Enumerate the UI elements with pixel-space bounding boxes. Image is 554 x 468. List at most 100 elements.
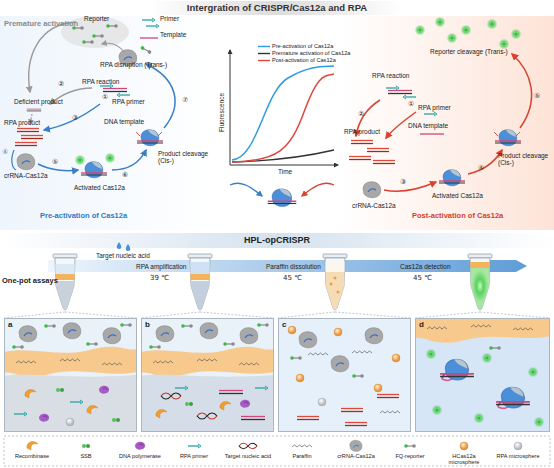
post-activation-cycle-part bbox=[512, 54, 532, 128]
legend-text: HCas12a microsphere bbox=[437, 453, 491, 466]
part-label: RPA amplification bbox=[136, 263, 186, 270]
panel-b-art-part bbox=[156, 409, 167, 418]
panel-d-art-part bbox=[440, 359, 474, 380]
fluorescence-chart-part bbox=[232, 150, 334, 162]
tube-3-part bbox=[326, 272, 345, 310]
panel-letter: a bbox=[8, 320, 12, 329]
callout-number: ③ bbox=[72, 114, 78, 122]
legend-text: Premature activation of Cas12a bbox=[272, 50, 350, 56]
panel-a-art bbox=[4, 318, 137, 432]
panel-b-art-part bbox=[255, 386, 268, 390]
post-activation-cycle-part bbox=[499, 39, 510, 50]
panel-b-art-part bbox=[197, 413, 217, 419]
panel-b-art-part bbox=[240, 400, 250, 408]
part-label: DNA template bbox=[408, 122, 448, 129]
legend-frame-part bbox=[514, 442, 522, 450]
part-label: RPA reaction bbox=[372, 72, 409, 79]
pre-activation-cycle-part bbox=[146, 64, 175, 128]
part-label: Activated Cas12a bbox=[432, 192, 483, 199]
pre-activation-cycle-part bbox=[15, 143, 37, 146]
legend-frame-part bbox=[460, 442, 468, 450]
legend-text: Post-activation of Cas12a bbox=[272, 57, 336, 63]
panel-c-art-part bbox=[288, 326, 296, 334]
part-label: Cas12a detection bbox=[400, 263, 451, 270]
post-activation-cycle bbox=[349, 17, 532, 198]
panel-b-art-part bbox=[241, 417, 265, 420]
part-label: Reporter cleavage (Trans-) bbox=[430, 48, 508, 55]
panel-c-art-part bbox=[352, 351, 372, 353]
fluorescence-chart-part bbox=[258, 46, 270, 47]
tube-1-part bbox=[55, 274, 74, 280]
right-background bbox=[340, 16, 554, 230]
legend-text: FQ-reporter bbox=[383, 453, 437, 459]
fluorescence-chart-part bbox=[268, 189, 297, 207]
post-activation-cycle-part bbox=[373, 161, 395, 164]
pre-activation-cycle-part bbox=[137, 130, 163, 146]
post-activation-cycle-part bbox=[415, 25, 426, 36]
fluorescence-chart-part bbox=[230, 50, 231, 165]
panel-d-art-part bbox=[432, 405, 443, 416]
legend-text: Target nucleic acid bbox=[221, 453, 275, 459]
panel-c-art-part bbox=[299, 332, 317, 348]
tube-3-part bbox=[325, 262, 344, 272]
pre-activation-cycle-part bbox=[146, 24, 159, 28]
legend-text: Recombinase bbox=[5, 453, 59, 459]
process-arrow-part bbox=[126, 244, 131, 251]
legend-text: DNA polymerase bbox=[113, 453, 167, 459]
panel-a-art-part bbox=[99, 386, 109, 394]
tube-4-part bbox=[472, 270, 488, 302]
part-label: Product cleavage (Cis-) bbox=[498, 152, 552, 167]
pre-activation-cycle-part bbox=[112, 150, 146, 170]
process-arrow-part bbox=[48, 260, 527, 272]
part-label: Deficient product bbox=[14, 98, 63, 105]
fluorescence-chart-part bbox=[230, 165, 338, 166]
panel-box: c bbox=[278, 318, 411, 432]
part-label: RPA primer bbox=[418, 104, 451, 111]
pre-activation-cycle-part bbox=[17, 129, 39, 132]
pre-activation-cycle-part bbox=[27, 109, 41, 111]
panel-box: b bbox=[141, 318, 274, 432]
part-label: crRNA-Cas12a bbox=[4, 172, 48, 179]
panel-d-art-part bbox=[482, 353, 493, 364]
tube-2-part bbox=[190, 262, 209, 274]
tube-3-part bbox=[337, 291, 340, 294]
post-activation-cycle-part bbox=[468, 150, 502, 174]
section-heading: Premature activation bbox=[4, 20, 78, 29]
section-heading: Pre-activation of Cas12a bbox=[40, 212, 127, 221]
panel-a-art-part bbox=[4, 318, 137, 432]
legend-frame-part bbox=[82, 444, 90, 448]
panel-box: d bbox=[415, 318, 550, 432]
post-activation-cycle-part bbox=[349, 157, 371, 160]
pre-activation-cycle-part bbox=[117, 93, 130, 97]
part-label: Reporter bbox=[84, 15, 109, 22]
panel-a-art-part bbox=[14, 412, 27, 416]
post-activation-cycle-part bbox=[388, 91, 412, 94]
legend-frame-part bbox=[350, 440, 362, 451]
callout-number: ⑤ bbox=[52, 158, 58, 166]
legend-frame-part bbox=[292, 445, 312, 447]
figure-title: Intergration of CRISPR/Cas12a and RPA bbox=[0, 3, 554, 14]
callout-number: 39 ℃ bbox=[150, 274, 169, 282]
fluorescence-chart-part bbox=[232, 74, 334, 162]
part-label: Template bbox=[160, 31, 186, 38]
pre-activation-cycle-part bbox=[140, 46, 152, 55]
legend-text: crRNA-Cas12a bbox=[329, 453, 383, 459]
pre-activation-cycle-part bbox=[21, 136, 43, 139]
tube-2-part bbox=[191, 281, 210, 310]
panel-b-art-part bbox=[141, 375, 274, 432]
tube-4-part bbox=[470, 268, 489, 310]
callout-number: ⑥ bbox=[122, 171, 128, 179]
post-activation-cycle-part bbox=[363, 182, 381, 198]
section-heading: HPL-opCRISPR bbox=[0, 235, 554, 245]
pre-activation-cycle-part bbox=[142, 18, 155, 22]
tube-2 bbox=[188, 254, 212, 310]
process-arrow-part bbox=[117, 242, 122, 249]
panel-letter: b bbox=[145, 320, 150, 329]
pre-activation-cycle-part bbox=[12, 150, 16, 170]
section-heading: One-pot assays bbox=[2, 277, 58, 286]
section-heading: Post-activation of Cas12a bbox=[412, 212, 503, 221]
legend-frame-part bbox=[188, 444, 201, 448]
panel-c-art-part bbox=[345, 423, 367, 426]
panel-d-art bbox=[415, 318, 550, 432]
post-activation-cycle-part bbox=[351, 141, 373, 144]
